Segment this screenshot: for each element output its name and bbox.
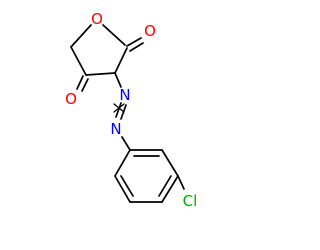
- unknown-stereo-mark-b: [113, 103, 125, 113]
- bond-c3-n1: [114, 72, 122, 88]
- bond-ketone-double-1: [76, 75, 84, 90]
- bond-o-ring-carbonyl: [102, 24, 126, 46]
- bond-c3-c4: [85, 72, 116, 76]
- bond-carbonyl-c3: [114, 47, 128, 74]
- lactone-ring: [70, 24, 128, 76]
- atom-labels: O O O N N Cl: [65, 10, 197, 210]
- carbonyl-left: [76, 75, 89, 92]
- structure-diagram: O O O N N Cl: [65, 10, 197, 210]
- bond-carbonyl-double-2: [129, 42, 144, 52]
- chlorine-label: Cl: [183, 192, 198, 210]
- aryl-inner-double-3: [120, 175, 134, 197]
- oxygen-ketone-label: O: [65, 90, 77, 108]
- bond-n1-n2-a: [115, 102, 122, 118]
- bond-n2-aryl: [121, 136, 131, 151]
- aryl-bond-3: [161, 175, 179, 203]
- bond-ketone-double-2: [81, 78, 89, 92]
- oxygen-ring-label: O: [91, 10, 103, 28]
- aryl-bond-5: [114, 175, 131, 203]
- azo-linkage: [113, 72, 131, 151]
- carbonyl-top: [126, 37, 144, 52]
- bond-ch2-o-ring: [70, 24, 92, 48]
- bond-carbonyl-double-1: [126, 37, 142, 47]
- aryl-inner-double-2: [158, 175, 172, 197]
- nitrogen-1-label: N: [119, 86, 130, 104]
- chlorophenyl-ring: [114, 149, 185, 203]
- oxygen-carbonyl-label: O: [144, 22, 156, 40]
- aryl-bond-6: [114, 149, 131, 177]
- aryl-bond-2: [161, 149, 179, 177]
- bond-aryl-cl: [177, 175, 185, 190]
- bond-c4-ch2: [70, 46, 87, 76]
- nitrogen-2-label: N: [110, 120, 121, 138]
